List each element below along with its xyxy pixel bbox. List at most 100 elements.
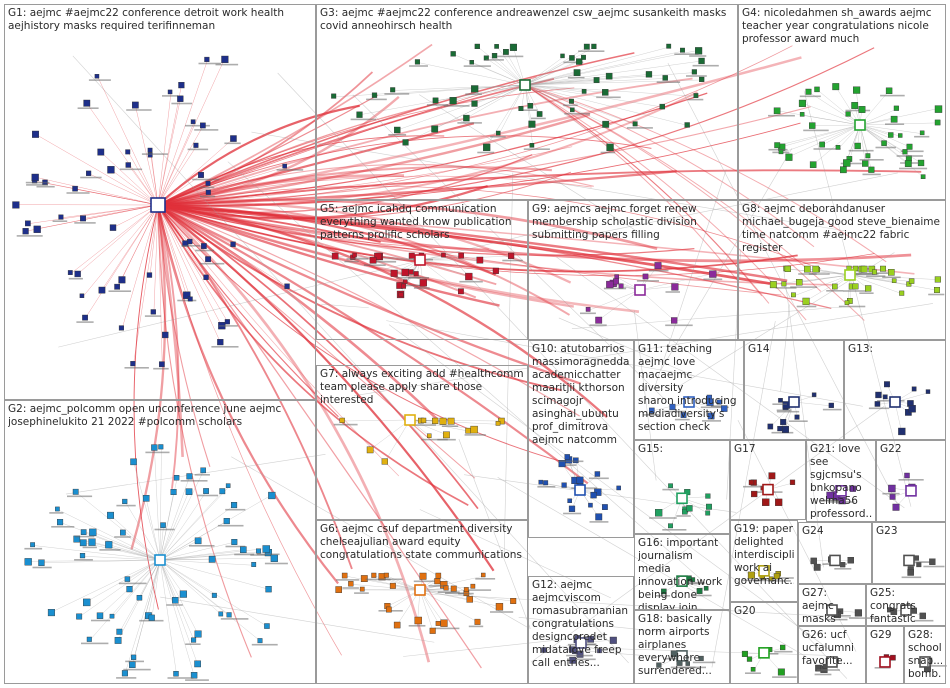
graph-node[interactable] (602, 89, 609, 96)
graph-node[interactable] (809, 161, 817, 168)
graph-node[interactable] (200, 243, 207, 249)
graph-node[interactable] (906, 143, 913, 150)
graph-node[interactable] (590, 492, 597, 499)
hub-node[interactable] (826, 604, 838, 616)
graph-node[interactable] (536, 111, 543, 117)
graph-node[interactable] (560, 53, 565, 59)
graph-node[interactable] (79, 293, 85, 299)
graph-node[interactable] (74, 270, 81, 278)
graph-node[interactable] (204, 56, 210, 62)
graph-node[interactable] (383, 572, 389, 578)
graph-node[interactable] (751, 490, 758, 498)
hub-node[interactable] (905, 485, 917, 497)
graph-node[interactable] (925, 389, 931, 394)
graph-node[interactable] (750, 667, 756, 672)
graph-node[interactable] (595, 316, 603, 324)
graph-node[interactable] (439, 417, 447, 425)
graph-node[interactable] (888, 269, 895, 276)
hub-node[interactable] (758, 647, 770, 659)
graph-node[interactable] (587, 635, 595, 643)
graph-node[interactable] (38, 559, 45, 566)
hub-node[interactable] (574, 484, 586, 496)
graph-node[interactable] (868, 265, 876, 273)
graph-node[interactable] (389, 582, 396, 589)
graph-node[interactable] (230, 135, 237, 142)
graph-node[interactable] (843, 159, 851, 167)
graph-node[interactable] (151, 444, 158, 451)
graph-node[interactable] (200, 467, 206, 474)
hub-node[interactable] (676, 575, 688, 587)
graph-node[interactable] (55, 506, 60, 512)
graph-node[interactable] (699, 76, 705, 83)
graph-node[interactable] (919, 130, 925, 136)
graph-node[interactable] (671, 283, 679, 291)
graph-node[interactable] (450, 51, 456, 57)
graph-node[interactable] (594, 471, 601, 477)
graph-node[interactable] (179, 590, 187, 598)
graph-node[interactable] (789, 479, 796, 485)
graph-node[interactable] (904, 472, 910, 479)
graph-node[interactable] (12, 201, 20, 209)
graph-node[interactable] (130, 361, 136, 367)
graph-node[interactable] (669, 403, 676, 410)
hub-node[interactable] (676, 492, 688, 505)
graph-node[interactable] (331, 252, 339, 260)
graph-node[interactable] (24, 558, 32, 566)
graph-node[interactable] (616, 485, 621, 491)
graph-node[interactable] (96, 612, 104, 619)
graph-node[interactable] (832, 283, 838, 290)
graph-node[interactable] (465, 272, 473, 281)
graph-node[interactable] (680, 47, 685, 53)
graph-node[interactable] (394, 126, 401, 134)
graph-node[interactable] (335, 586, 343, 593)
graph-node[interactable] (747, 571, 755, 579)
graph-node[interactable] (510, 598, 517, 605)
graph-node[interactable] (251, 562, 257, 567)
graph-node[interactable] (72, 185, 78, 192)
graph-node[interactable] (698, 57, 705, 65)
graph-node[interactable] (57, 519, 64, 526)
hub-node[interactable] (150, 197, 166, 213)
graph-node[interactable] (118, 276, 126, 284)
graph-node[interactable] (693, 93, 699, 99)
graph-node[interactable] (211, 592, 217, 598)
graph-node[interactable] (847, 557, 854, 564)
graph-node[interactable] (32, 130, 40, 138)
graph-node[interactable] (705, 493, 711, 499)
graph-node[interactable] (124, 576, 131, 582)
graph-node[interactable] (799, 112, 805, 117)
graph-node[interactable] (225, 483, 231, 488)
graph-node[interactable] (840, 166, 847, 174)
graph-node[interactable] (414, 616, 422, 625)
graph-node[interactable] (431, 125, 439, 133)
graph-node[interactable] (597, 648, 602, 654)
graph-node[interactable] (173, 475, 180, 481)
graph-node[interactable] (414, 59, 421, 65)
graph-node[interactable] (703, 586, 709, 591)
graph-node[interactable] (813, 563, 821, 571)
graph-node[interactable] (662, 75, 668, 81)
graph-node[interactable] (194, 537, 202, 545)
graph-node[interactable] (698, 655, 704, 661)
graph-node[interactable] (158, 361, 165, 368)
graph-node[interactable] (814, 86, 820, 93)
graph-node[interactable] (114, 637, 122, 644)
graph-node[interactable] (25, 220, 31, 227)
graph-node[interactable] (907, 569, 914, 576)
graph-node[interactable] (767, 423, 774, 430)
graph-node[interactable] (194, 660, 201, 668)
graph-node[interactable] (509, 43, 518, 51)
graph-node[interactable] (47, 609, 55, 617)
graph-node[interactable] (768, 472, 776, 480)
graph-node[interactable] (495, 603, 504, 611)
graph-node[interactable] (420, 417, 427, 424)
graph-node[interactable] (398, 292, 404, 298)
graph-node[interactable] (466, 596, 473, 603)
hub-node[interactable] (404, 414, 416, 426)
graph-node[interactable] (570, 107, 575, 113)
hub-node[interactable] (835, 485, 847, 497)
graph-node[interactable] (721, 405, 728, 412)
graph-node[interactable] (573, 457, 579, 464)
graph-node[interactable] (888, 484, 896, 493)
graph-node[interactable] (30, 542, 35, 548)
